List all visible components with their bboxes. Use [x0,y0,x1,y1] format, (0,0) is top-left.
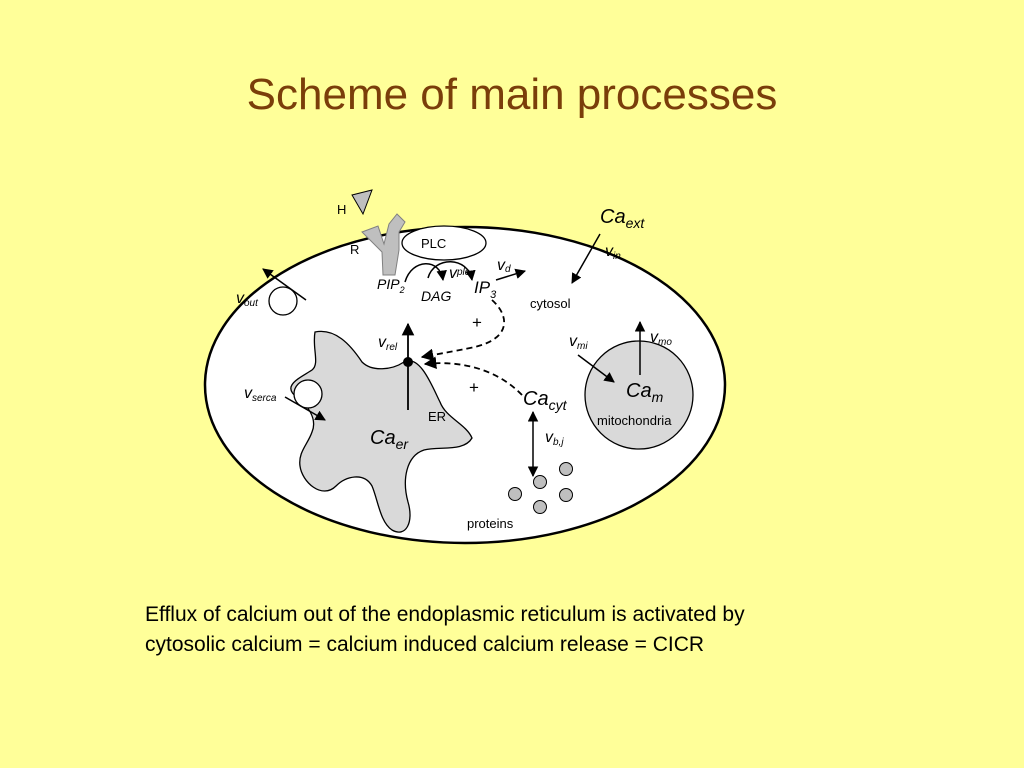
v-plc-arrow [427,261,476,282]
protein-dot [559,488,573,502]
cytosol-label: cytosol [530,296,571,311]
proteins-label: proteins [467,516,514,531]
v-d-arrow [495,268,527,281]
pip2-label: PIP2 [377,276,405,295]
out-pump-circle [268,286,298,316]
v-mi-label: vmi [569,333,588,352]
hormone-triangle [351,189,373,216]
cell-diagram: H R PLC PIP2 DAG vplc IP3 vd Caext vin c… [203,189,727,545]
dag-label: DAG [421,288,451,304]
pip2-to-dag-arrow [404,263,447,283]
ca-cyt-label: Cacyt [523,388,568,413]
protein-dots [508,462,573,514]
rel-channel-dot [403,357,413,367]
caption-line-2: cytosolic calcium = calcium induced calc… [145,633,705,656]
v-mi-arrow [577,354,615,383]
mitochondria-ellipse [584,340,694,450]
protein-dot [508,487,522,501]
protein-dot [559,462,573,476]
v-serca-label: vserca [244,385,277,404]
v-plc-label: vplc [449,265,470,282]
v-d-label: vd [497,257,511,275]
plus-ca: + [469,378,479,397]
plc-label: PLC [421,236,446,251]
ip3-activation-dashed [420,299,506,362]
v-mo-label: vmo [650,329,672,348]
protein-dot [533,500,547,514]
v-in-label: vin [605,243,621,262]
slide-title: Scheme of main processes [246,70,778,119]
v-out-arrow [262,268,307,301]
plus-ip3: + [472,313,482,332]
ca-ext-label: Caext [600,206,645,231]
ca-er-label: Caer [370,427,409,452]
caption-line-1: Efflux of calcium out of the endoplasmic… [145,603,745,626]
v-serca-arrow [284,396,326,421]
plc-ellipse [401,225,487,261]
caption: Efflux of calcium out of the endoplasmic… [145,600,905,660]
v-bj-label: vb,j [545,429,564,448]
v-out-label: vout [236,290,259,309]
receptor-shape [361,213,406,276]
mitochondria-label: mitochondria [597,413,672,428]
ca-activation-dashed [423,356,523,396]
v-rel-label: vrel [378,334,398,353]
protein-dot [533,475,547,489]
receptor-label: R [350,242,359,257]
v-in-arrow [571,233,601,284]
ca-m-label: Cam [626,380,664,405]
serca-pump-circle [293,379,323,409]
hormone-label: H [337,202,346,217]
ip3-label: IP3 [474,278,497,301]
er-label: ER [428,409,446,424]
